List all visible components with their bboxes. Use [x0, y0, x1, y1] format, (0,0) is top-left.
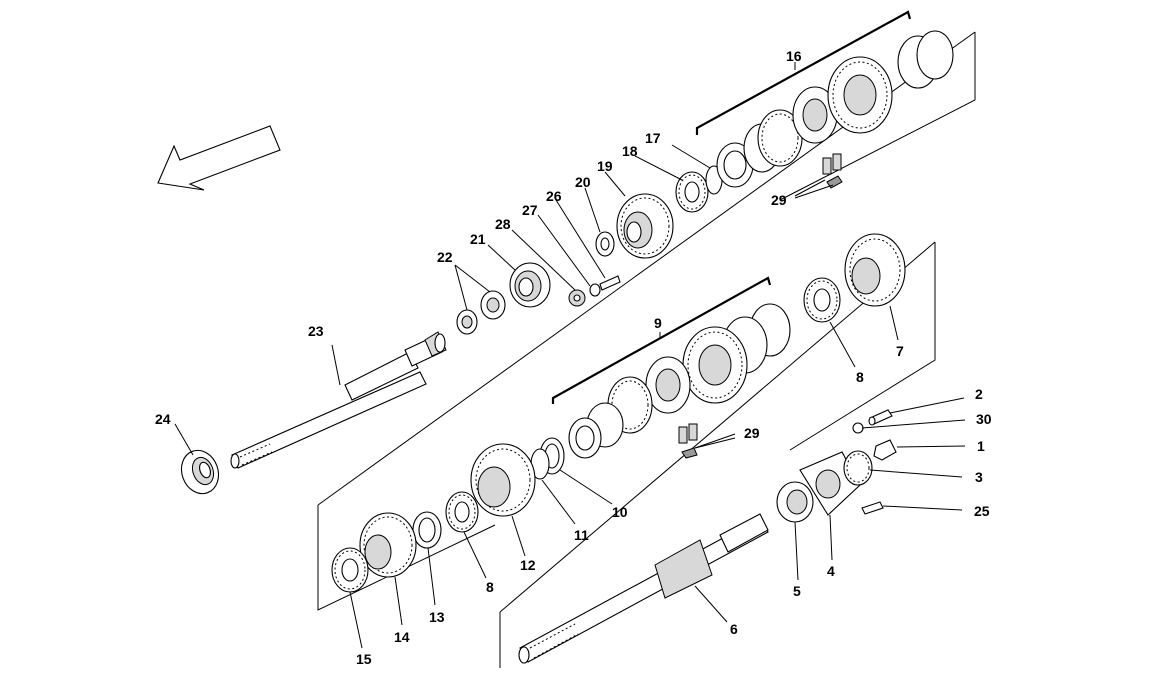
callout-8-upper: 8	[856, 369, 864, 385]
gear-7	[844, 233, 906, 307]
callout-12: 12	[520, 557, 536, 573]
bearing-5	[776, 481, 814, 523]
needle-bearing-18	[675, 171, 709, 213]
leader-lines	[174, 62, 966, 649]
callout-5: 5	[793, 583, 801, 599]
callout-23: 23	[308, 323, 324, 339]
callout-3: 3	[975, 469, 983, 485]
main-shaft-6	[518, 513, 769, 664]
callout-16: 16	[786, 48, 802, 64]
bearing-24	[180, 449, 220, 495]
washer-30	[852, 422, 864, 434]
callout-26: 26	[546, 188, 562, 204]
callout-25: 25	[974, 503, 990, 519]
screw-25	[861, 501, 884, 515]
gear-14	[359, 512, 417, 578]
gear-12	[470, 443, 536, 517]
direction-arrow-icon	[157, 125, 281, 191]
callout-29-upper: 29	[771, 192, 787, 208]
callout-4: 4	[827, 563, 835, 579]
bearing-21	[509, 262, 551, 308]
springs-29-upper	[822, 153, 843, 189]
callout-22: 22	[437, 249, 453, 265]
callout-15: 15	[356, 651, 372, 667]
callout-29-lower: 29	[744, 425, 760, 441]
layshaft-23	[230, 331, 447, 469]
callout-30: 30	[976, 411, 992, 427]
callout-14: 14	[394, 629, 410, 645]
callout-8-lower: 8	[486, 579, 494, 595]
callout-17: 17	[645, 130, 661, 146]
callout-24: 24	[155, 411, 171, 427]
callout-19: 19	[597, 158, 613, 174]
callout-labels: 1 2 30 3 25 4 5 6 7 8 29 9 10 11 12 8 13…	[155, 48, 992, 667]
gear-19	[616, 193, 674, 259]
ring-13	[412, 511, 442, 549]
callout-2: 2	[975, 386, 983, 402]
bearings-22	[456, 290, 506, 335]
needle-bearing-8-lower	[445, 491, 479, 533]
callout-13: 13	[429, 609, 445, 625]
springs-29-lower	[678, 423, 698, 459]
callout-9: 9	[654, 315, 662, 331]
shim-20	[595, 231, 615, 257]
nut-27	[568, 289, 586, 307]
callout-10: 10	[612, 504, 628, 520]
needle-bearing-15	[331, 547, 369, 593]
callout-6: 6	[730, 621, 738, 637]
callout-20: 20	[575, 174, 591, 190]
callout-7: 7	[896, 343, 904, 359]
gear-3	[843, 450, 873, 486]
callout-1: 1	[977, 438, 985, 454]
callout-28: 28	[495, 216, 511, 232]
nut-1	[873, 439, 897, 461]
synchro-group-16	[716, 30, 954, 188]
callout-27: 27	[522, 202, 538, 218]
screw-2	[868, 409, 893, 426]
synchro-group-9	[568, 303, 791, 459]
callout-11: 11	[574, 527, 589, 543]
callout-18: 18	[622, 143, 638, 159]
washer-26	[589, 275, 621, 297]
needle-bearing-8-upper	[803, 277, 841, 323]
callout-21: 21	[470, 231, 486, 247]
lower-assembly-frame	[499, 241, 936, 668]
group-bracket-16	[695, 10, 912, 135]
